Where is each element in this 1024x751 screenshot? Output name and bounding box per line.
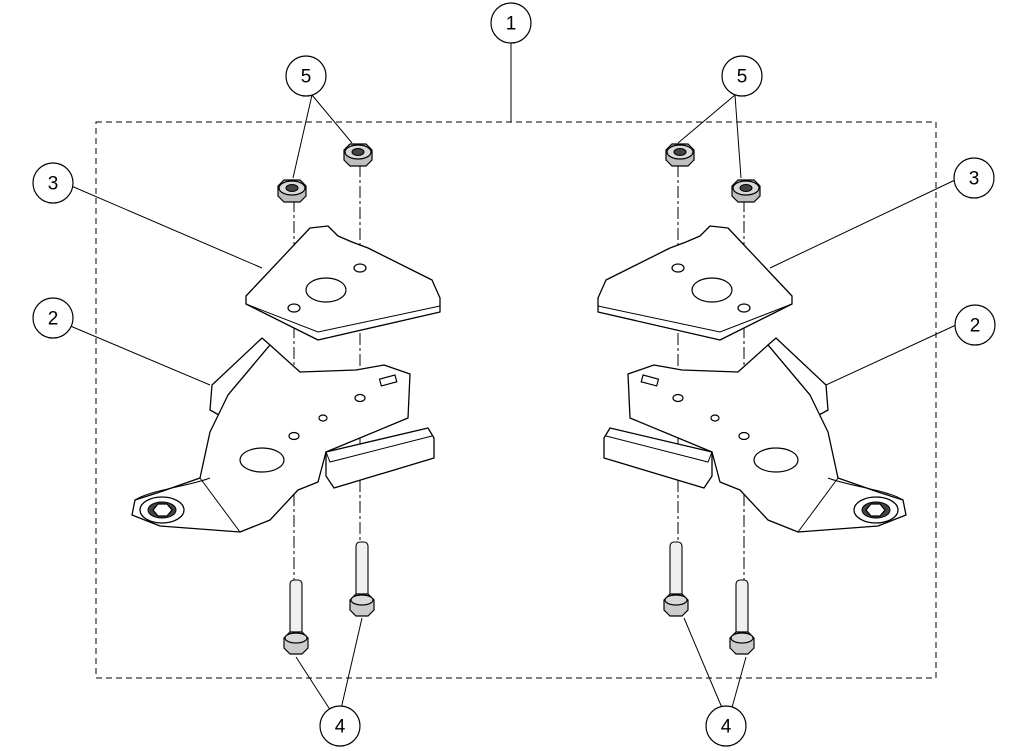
callout-3-right: 3 <box>953 157 995 199</box>
callout-1: 1 <box>490 2 532 44</box>
left-bolt-2 <box>349 541 375 617</box>
svg-text:4: 4 <box>335 717 346 738</box>
right-subassembly <box>597 143 907 655</box>
svg-text:5: 5 <box>737 67 748 88</box>
left-plate <box>245 225 441 341</box>
leader-lines <box>67 43 957 723</box>
callout-2-left: 2 <box>32 297 74 339</box>
svg-text:3: 3 <box>969 169 980 190</box>
right-nut-1 <box>731 179 761 203</box>
left-nut-2 <box>343 143 373 167</box>
assembly-boundary <box>95 121 937 679</box>
right-bolt-2 <box>663 541 689 617</box>
callout-4-left: 4 <box>319 705 361 747</box>
svg-text:3: 3 <box>48 174 59 195</box>
svg-text:4: 4 <box>721 717 732 738</box>
svg-text:5: 5 <box>301 67 312 88</box>
svg-text:1: 1 <box>506 14 517 35</box>
left-bracket <box>131 337 435 533</box>
callout-2-right: 2 <box>954 304 996 346</box>
callout-4-right: 4 <box>705 705 747 747</box>
left-nut-1 <box>277 179 307 203</box>
left-bolt-1 <box>283 579 309 655</box>
svg-text:2: 2 <box>970 316 981 337</box>
right-plate <box>597 225 793 341</box>
right-bracket <box>603 337 907 533</box>
callout-5-left: 5 <box>285 55 327 97</box>
callout-3-left: 3 <box>32 162 74 204</box>
svg-text:2: 2 <box>48 309 59 330</box>
left-subassembly <box>131 143 441 655</box>
callout-5-right: 5 <box>721 55 763 97</box>
right-bolt-1 <box>729 579 755 655</box>
right-nut-2 <box>665 143 695 167</box>
